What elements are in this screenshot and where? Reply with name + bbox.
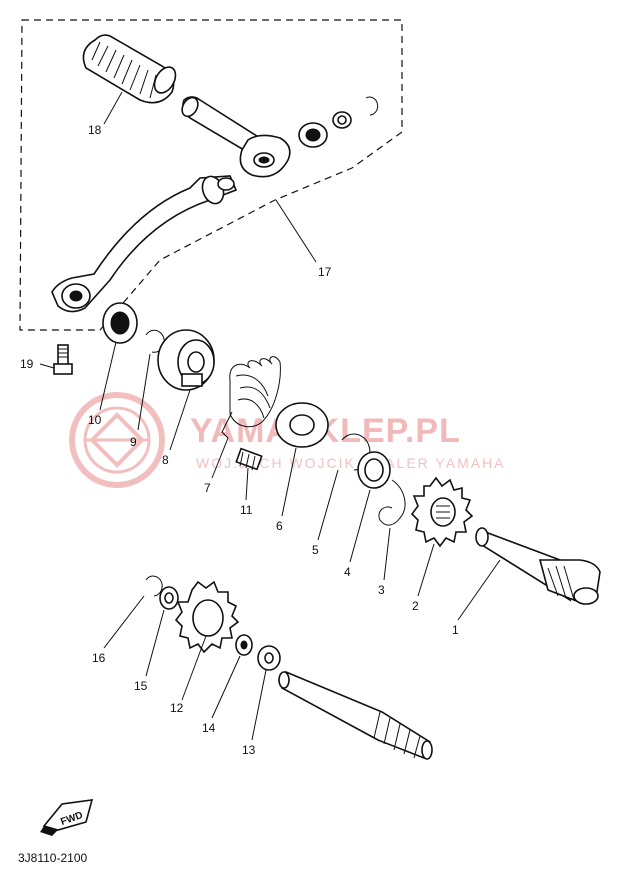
yamaha-logo-watermark bbox=[69, 392, 165, 488]
kick-crank bbox=[51, 175, 238, 313]
leader-lines bbox=[39, 91, 501, 741]
callout-2: 2 bbox=[412, 599, 419, 613]
ratchet-plate bbox=[275, 402, 329, 448]
callout-17: 17 bbox=[318, 265, 332, 279]
washer-15 bbox=[159, 586, 179, 610]
callout-16: 16 bbox=[92, 651, 106, 665]
fwd-arrow-icon: FWD bbox=[40, 799, 94, 836]
callout-6: 6 bbox=[276, 519, 283, 533]
diagram-code: 3J8110-2100 bbox=[18, 851, 87, 865]
stopper-pin bbox=[235, 447, 263, 471]
callout-10: 10 bbox=[88, 413, 102, 427]
callout-14: 14 bbox=[202, 721, 216, 735]
callout-12: 12 bbox=[170, 701, 184, 715]
callout-19: 19 bbox=[20, 357, 34, 371]
callout-5: 5 bbox=[312, 543, 319, 557]
assembly-17-boundary bbox=[19, 19, 403, 331]
callout-9: 9 bbox=[130, 435, 137, 449]
callout-15: 15 bbox=[134, 679, 148, 693]
shaft-bearing bbox=[102, 302, 138, 344]
callout-4: 4 bbox=[344, 565, 351, 579]
kick-gear bbox=[410, 476, 474, 548]
callout-7: 7 bbox=[204, 481, 211, 495]
idler-shaft bbox=[278, 670, 433, 760]
pivot-bearing bbox=[298, 122, 328, 148]
callout-8: 8 bbox=[162, 453, 169, 467]
kick-clip bbox=[378, 479, 406, 526]
bolt bbox=[53, 344, 73, 375]
callout-1: 1 bbox=[452, 623, 459, 637]
idler-gear bbox=[174, 580, 240, 654]
callout-18: 18 bbox=[88, 123, 102, 137]
thrust-washer bbox=[357, 451, 391, 489]
torsion-spring bbox=[221, 356, 281, 439]
circlip-16 bbox=[145, 575, 163, 597]
callout-11: 11 bbox=[240, 503, 253, 517]
callout-3: 3 bbox=[378, 583, 385, 597]
kick-grip bbox=[82, 34, 177, 104]
pivot-circlip bbox=[365, 96, 379, 116]
circlip-9 bbox=[145, 329, 165, 353]
watermark-subtitle: WOJ.JECH WOJCIK DEALER YAMAHA bbox=[196, 455, 506, 471]
kick-lever-arm bbox=[181, 96, 291, 178]
kick-shaft bbox=[475, 527, 601, 605]
circlip-14 bbox=[235, 634, 253, 656]
spring-cover bbox=[157, 329, 215, 391]
pivot-washer bbox=[332, 111, 352, 129]
washer-13 bbox=[257, 645, 281, 671]
part-callouts: 18 17 19 10 9 8 7 11 6 5 4 3 2 1 16 15 1… bbox=[20, 123, 459, 757]
callout-13: 13 bbox=[242, 743, 256, 757]
